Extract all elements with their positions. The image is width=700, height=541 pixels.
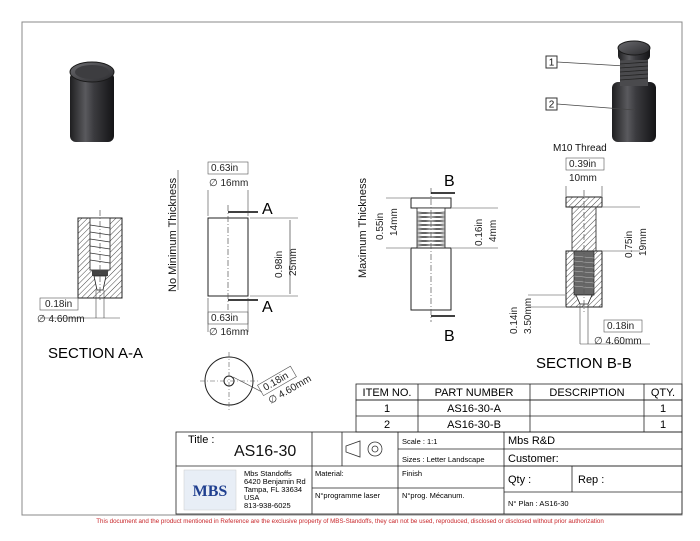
balloon-2-label: 2 [549,100,555,111]
dim-box [207,311,249,325]
balloon-1-label: 1 [549,58,555,69]
dim-bb-cap-in: 0.39in [569,159,596,170]
dim-bb-len-in: 0.75in [624,231,635,258]
customer-label: Customer: [508,453,559,465]
dim-a-bot-dia-mm: ∅ 16mm [209,327,248,338]
title-block [175,431,683,515]
bom-header-qty: QTY. [651,387,675,399]
bom-header-item: ITEM NO. [363,387,412,399]
section-bb-label: SECTION B-B [536,355,632,372]
dim-box [565,157,605,171]
cut-b-bottom: B [444,328,455,345]
title-label: Title : [188,434,215,446]
qty-label: Qty : [508,474,531,486]
cut-a-bottom: A [262,299,273,316]
assembly-front-view [386,188,498,322]
balloon-2 [545,97,558,111]
part-a-front-view [177,170,298,332]
part-a-end-view [200,352,263,410]
address-line-2: 6420 Benjamin Rd [244,477,306,486]
dim-box [207,161,249,175]
company-logo: MBS [183,469,237,511]
company-name: Mbs R&D [508,435,555,447]
svg-text:MBS: MBS [193,483,228,500]
section-aa-view [40,210,123,319]
laser-label: N°programme laser [315,491,381,500]
section-bb-view [528,186,650,345]
dim-b-thick-in: 0.55in [375,213,386,240]
cut-b-top: B [444,173,455,190]
dim-b-gap-mm: 4mm [488,220,499,242]
dim-box [39,297,79,311]
dim-a-len-in: 0.98in [274,251,285,278]
dim-b-gap-in: 0.16in [474,219,485,246]
finish-label: Finish [402,469,422,478]
thread-note: M10 Thread [553,143,607,154]
balloon-1 [545,55,558,69]
sheet-border [21,21,683,516]
dim-a-len-mm: 25mm [288,248,299,276]
bom-header-desc: DESCRIPTION [549,387,624,399]
bom-header-part: PART NUMBER [435,387,514,399]
dim-a-top-dia-in: 0.63in [211,163,238,174]
address-line-5: 813-938-6025 [244,501,291,510]
bom-row-1-qty: 1 [660,403,666,415]
section-aa-label: SECTION A-A [48,345,143,362]
no-min-thickness: No Minimum Thickness [167,177,179,292]
bom-row-2-part: AS16-30-B [447,419,501,431]
title-value: AS16-30 [234,443,296,460]
dim-a-hole-mm: ∅ 4.60mm [37,314,85,325]
dim-bb-cap-mm: 10mm [569,173,597,184]
material-label: Material: [315,469,344,478]
mecanum-label: N°prog. Mécanum. [402,491,465,500]
dim-a-hole-in: 0.18in [45,299,72,310]
bom-row-2-item: 2 [384,419,390,431]
dim-box [603,319,643,333]
address-line-4: USA [244,493,259,502]
bom-row-1-part: AS16-30-A [447,403,501,415]
dim-bb-len-mm: 19mm [638,228,649,256]
dim-bb-hole-depth-in: 0.14in [509,307,520,334]
dim-b-thick-mm: 14mm [389,208,400,236]
plan-number: N° Plan : AS16-30 [508,499,569,508]
cut-a-top: A [262,201,273,218]
footer-notice: This document and the product mentioned … [96,518,604,525]
projection-symbol-icon [345,440,383,458]
rep-label: Rep : [578,474,604,486]
bom-row-2-qty: 1 [660,419,666,431]
dim-bb-hole-depth-mm: 3.50mm [523,298,534,334]
part-a-3d-view [69,61,115,142]
assembly-3d-view [556,40,656,142]
dim-bb-hole-in: 0.18in [607,321,634,332]
bom-row-1-item: 1 [384,403,390,415]
sizes-text: Sizes : Letter Landscape [402,455,485,464]
dim-bb-hole-mm: ∅ 4.60mm [594,336,642,347]
address-line-3: Tampa, FL 33634 [244,485,302,494]
dim-a-top-dia-mm: ∅ 16mm [209,178,248,189]
scale-text: Scale : 1:1 [402,437,437,446]
max-thickness: Maximum Thickness [357,177,369,278]
address-line-1: Mbs Standoffs [244,469,292,478]
dim-a-bot-dia-in: 0.63in [211,313,238,324]
